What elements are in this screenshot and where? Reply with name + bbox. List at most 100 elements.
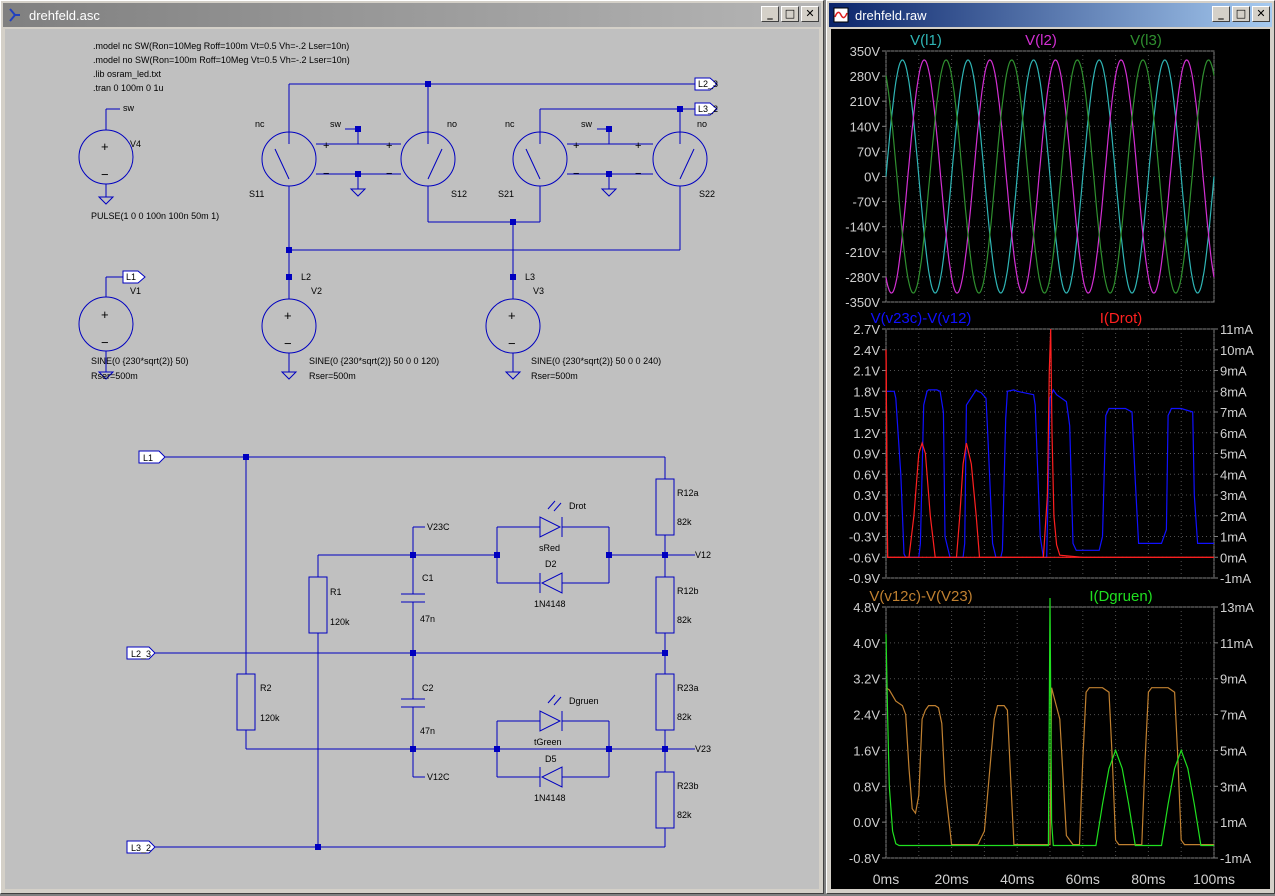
plus-V4: + (101, 139, 109, 154)
x-tick-label: 80ms (1131, 871, 1165, 887)
y2-tick-label: 3mA (1220, 779, 1247, 794)
trace-v-v12c--v-v23-[interactable] (885, 687, 1214, 846)
y-tick-label: 1.2V (853, 426, 880, 441)
label-sw-s2: sw (581, 119, 593, 129)
label-R23a: R23a (677, 683, 699, 693)
close-button[interactable]: ✕ (801, 6, 819, 22)
label-R1-value: 120k (330, 617, 350, 627)
resistor-R1 (308, 576, 328, 634)
label-L3: L3 (525, 272, 535, 282)
y2-tick-label: -1mA (1220, 851, 1251, 866)
led-Dgruen (539, 710, 562, 732)
close-button[interactable]: ✕ (1252, 6, 1270, 22)
resistor-R12a (655, 478, 675, 536)
resistor-R23a (655, 673, 675, 731)
y2-tick-label: 2mA (1220, 509, 1247, 524)
label-V4: V4 (130, 139, 141, 149)
label-nc1: nc (255, 119, 265, 129)
maximize-button[interactable]: □ (1232, 6, 1250, 22)
y-tick-label: -0.9V (849, 571, 880, 586)
y-tick-label: -350V (845, 295, 880, 310)
y-tick-label: 2.1V (853, 364, 880, 379)
label-R1: R1 (330, 587, 342, 597)
spice-directives: .model nc SW(Ron=10Meg Roff=100m Vt=0.5 … (93, 41, 350, 93)
diode-D2 (540, 572, 563, 594)
trace-v-l2-[interactable] (885, 59, 1215, 294)
y2-tick-label: 5mA (1220, 743, 1247, 758)
schematic-svg[interactable]: .model nc SW(Ron=10Meg Roff=100m Vt=0.5 … (5, 29, 821, 891)
waveform-title: drehfeld.raw (855, 7, 927, 23)
directive-model-nc: .model nc SW(Ron=10Meg Roff=100m Vt=0.5 … (93, 41, 349, 51)
y-tick-label: -140V (845, 220, 880, 235)
y2-tick-label: 8mA (1220, 384, 1247, 399)
label-D2-value: 1N4148 (534, 599, 566, 609)
label-R23b: R23b (677, 781, 699, 791)
plot-pane-3[interactable]: 4.8V4.0V3.2V2.4V1.6V0.8V0.0V-0.8V13mA11m… (849, 588, 1254, 866)
y-tick-label: 210V (850, 94, 881, 109)
y-tick-label: 2.4V (853, 708, 880, 723)
schematic-canvas[interactable]: .model nc SW(Ron=10Meg Roff=100m Vt=0.5 … (5, 29, 819, 889)
y-tick-label: 4.0V (853, 636, 880, 651)
y2-tick-label: 4mA (1220, 467, 1247, 482)
trace-v-l1-[interactable] (885, 59, 1215, 294)
maximize-button[interactable]: □ (781, 6, 799, 22)
net-flags[interactable] (122, 77, 718, 854)
y2-tick-label: 10mA (1220, 343, 1254, 358)
y2-tick-label: 6mA (1220, 426, 1247, 441)
y-tick-label: 2.4V (853, 343, 880, 358)
minimize-button[interactable]: _ (761, 6, 779, 22)
label-L1-top: L1 (126, 272, 136, 282)
minimize-button[interactable]: _ (1212, 6, 1230, 22)
label-L2: L2 (301, 272, 311, 282)
label-R2-value: 120k (260, 713, 280, 723)
junction-dots (243, 81, 683, 850)
label-D2: D2 (545, 559, 557, 569)
label-V1-value: SINE(0 {230*sqrt(2)} 50) (91, 356, 189, 366)
minus-S22: − (635, 168, 641, 180)
plus-S21: + (573, 140, 579, 152)
label-R12b: R12b (677, 586, 699, 596)
y-tick-label: 0.0V (853, 815, 880, 830)
trace-v-v23c--v-v12-[interactable] (886, 388, 1214, 558)
ltspice-icon (9, 8, 20, 22)
schematic-title: drehfeld.asc (29, 7, 100, 23)
plot-pane-1[interactable]: 350V280V210V140V70V0V-70V-140V-210V-280V… (845, 32, 1215, 310)
trace-v-l3-[interactable] (885, 59, 1215, 294)
netflag-L1 (138, 450, 166, 464)
y2-tick-label: 7mA (1220, 708, 1247, 723)
label-R12b-value: 82k (677, 615, 692, 625)
plus-S22: + (635, 140, 641, 152)
plot-pane-2[interactable]: 2.7V2.4V2.1V1.8V1.5V1.2V0.9V0.6V0.3V0.0V… (849, 310, 1254, 586)
trace-i-drot-[interactable] (885, 349, 1214, 558)
waveform-titlebar[interactable]: drehfeld.raw _ □ ✕ (829, 3, 1272, 27)
y2-tick-label: 11mA (1220, 322, 1253, 337)
trace-i-drot-pulses[interactable] (885, 328, 1214, 558)
label-C2-value: 47n (420, 726, 435, 736)
waveform-icon (833, 7, 849, 23)
y-tick-label: 140V (850, 119, 881, 134)
label-R23b-value: 82k (677, 810, 692, 820)
label-V23C: V23C (427, 522, 450, 532)
label-V3-value: SINE(0 {230*sqrt(2)} 50 0 0 240) (531, 356, 661, 366)
schematic-window[interactable]: drehfeld.asc _ □ ✕ .model nc SW(Ron=10Me… (0, 0, 824, 894)
trace-label: V(v23c)-V(v12) (871, 310, 972, 327)
label-V2: V2 (311, 286, 322, 296)
label-C1: C1 (422, 573, 434, 583)
plot-svg[interactable]: 350V280V210V140V70V0V-70V-140V-210V-280V… (831, 29, 1272, 891)
x-tick-label: 60ms (1066, 871, 1100, 887)
y2-tick-label: 1mA (1220, 815, 1247, 830)
label-L1: L1 (143, 453, 153, 463)
y-tick-label: 0.3V (853, 488, 880, 503)
trace-label: V(l1) (910, 32, 942, 49)
y-tick-label: -0.6V (849, 550, 880, 565)
y2-tick-label: -1mA (1220, 571, 1251, 586)
label-tGreen: tGreen (534, 737, 562, 747)
netflag-L3_2 (126, 840, 156, 854)
trace-i-dgruen-[interactable] (885, 597, 1214, 847)
resistor-R2 (236, 673, 256, 731)
label-R12a: R12a (677, 488, 699, 498)
schematic-titlebar[interactable]: drehfeld.asc _ □ ✕ (3, 3, 821, 27)
minus-S11: − (323, 168, 329, 180)
